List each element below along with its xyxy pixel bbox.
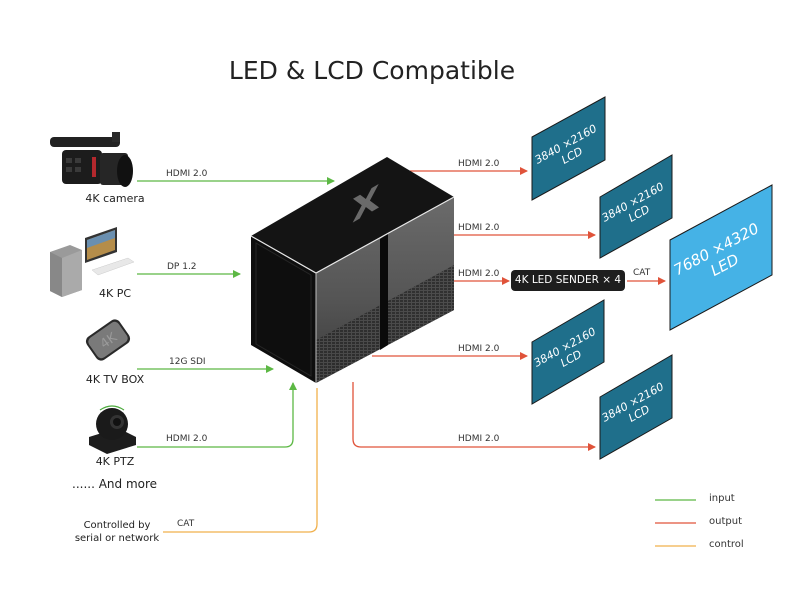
conn-label-output-1: HDMI 2.0	[458, 159, 500, 169]
conn-label-ptz: HDMI 2.0	[166, 434, 208, 444]
video-camera-icon	[50, 132, 133, 187]
ptz-camera-icon	[89, 405, 136, 454]
conn-label-control: CAT	[177, 519, 195, 529]
output-connections	[352, 167, 666, 451]
source-label-tvbox: 4K TV BOX	[85, 373, 145, 386]
led-screen: 7680 ×4320 LED	[669, 184, 773, 331]
conn-label-tvbox: 12G SDI	[169, 357, 206, 367]
legend	[655, 499, 696, 547]
diagram-title: LED & LCD Compatible	[228, 56, 516, 85]
lcd-screen-1: 3840 ×2160 LCD	[531, 96, 606, 201]
control-line	[163, 388, 318, 533]
control-label-line1: Controlled by	[83, 520, 151, 531]
output-line-5	[352, 382, 596, 451]
legend-label-output: output	[709, 516, 742, 527]
input-line-ptz	[137, 382, 297, 448]
source-label-pc: 4K PC	[98, 287, 132, 300]
control-label-line2: serial or network	[74, 533, 160, 544]
conn-label-output-4: HDMI 2.0	[458, 344, 500, 354]
conn-label-output-3: HDMI 2.0	[458, 269, 500, 279]
conn-label-sender-cat: CAT	[633, 268, 651, 278]
conn-label-camera: HDMI 2.0	[166, 169, 208, 179]
input-connections	[137, 177, 335, 448]
conn-label-output-2: HDMI 2.0	[458, 223, 500, 233]
source-label-camera: 4K camera	[85, 192, 145, 205]
legend-label-input: input	[709, 493, 735, 504]
video-processor-icon: X	[250, 157, 455, 383]
control-label: Controlled by serial or network	[70, 519, 164, 545]
legend-label-control: control	[709, 539, 744, 550]
tv-box-icon: 4K	[85, 319, 131, 361]
and-more-label: ...... And more	[72, 477, 158, 491]
lcd-screen-2: 3840 ×2160 LCD	[599, 154, 673, 259]
source-label-ptz: 4K PTZ	[95, 455, 135, 468]
desktop-pc-icon	[50, 227, 135, 297]
lcd-screen-4: 3840 ×2160 LCD	[599, 354, 673, 460]
conn-label-output-5: HDMI 2.0	[458, 434, 500, 444]
led-sender-box: 4K LED SENDER × 4	[511, 270, 625, 291]
lcd-screen-3: 3840 ×2160 LCD	[531, 299, 605, 405]
conn-label-pc: DP 1.2	[167, 262, 197, 272]
